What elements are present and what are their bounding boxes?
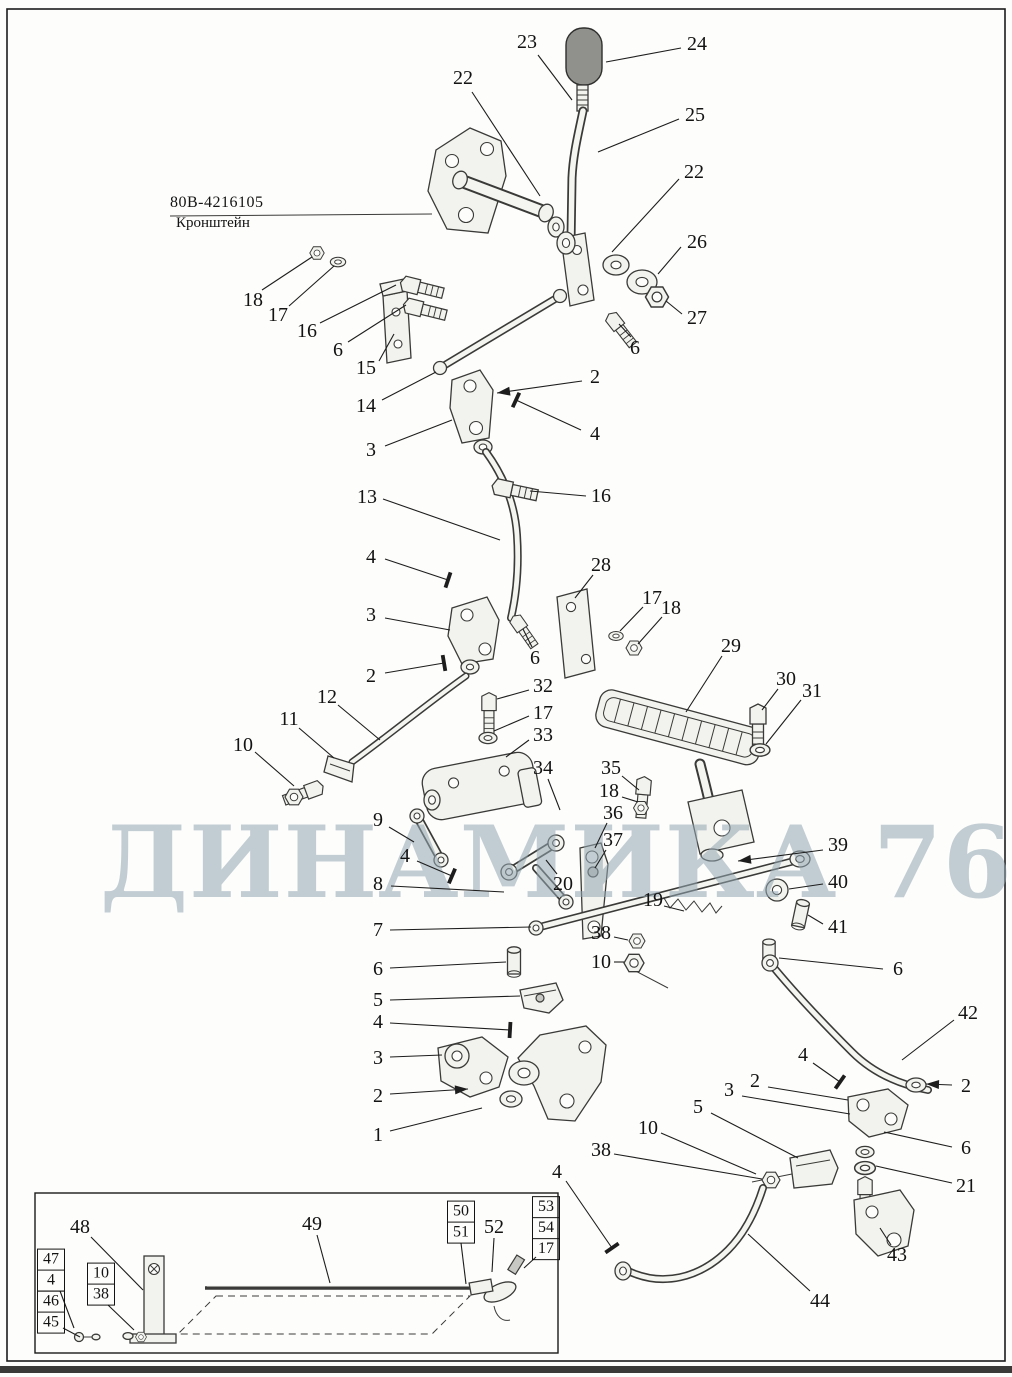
part-callout-4: 4 — [590, 423, 600, 445]
page-frame — [0, 8, 1012, 1373]
part-callout-24: 24 — [687, 33, 707, 55]
part-callout-53: 53 — [538, 1198, 554, 1216]
part-callout-52: 52 — [484, 1216, 504, 1238]
part-callout-10: 10 — [591, 951, 611, 973]
part-reference: 80В-4216105 Кронштейн — [170, 194, 264, 232]
part-callout-38: 38 — [88, 1283, 114, 1305]
part-number: 80В-4216105 — [170, 194, 264, 211]
part-callout-30: 30 — [776, 668, 796, 690]
part-callout-18: 18 — [599, 780, 619, 802]
part-callout-50: 50 — [453, 1202, 469, 1220]
part-callout-54: 54 — [533, 1217, 559, 1238]
part-callout-17: 17 — [533, 1237, 559, 1259]
inset-box — [34, 1192, 559, 1354]
part-callout-17: 17 — [268, 304, 288, 326]
part-callout-10: 10 — [638, 1117, 658, 1139]
part-callout-4: 4 — [798, 1044, 808, 1066]
part-callout-34: 34 — [533, 757, 553, 779]
part-callout-3: 3 — [724, 1079, 734, 1101]
part-callout-45: 45 — [38, 1311, 64, 1333]
part-callout-3: 3 — [373, 1047, 383, 1069]
part-callout-49: 49 — [302, 1213, 322, 1235]
part-callout-2: 2 — [750, 1070, 760, 1092]
part-callout-2: 2 — [961, 1075, 971, 1097]
part-callout-18: 18 — [243, 289, 263, 311]
part-callout-1: 1 — [373, 1124, 383, 1146]
part-callout-26: 26 — [687, 231, 707, 253]
upper-linkage-group — [432, 288, 643, 679]
part-callout-29: 29 — [721, 635, 741, 657]
part-callout-6: 6 — [630, 337, 640, 359]
part-callout-5: 5 — [373, 989, 383, 1011]
part-callout-35: 35 — [601, 757, 621, 779]
part-callout-44: 44 — [810, 1290, 830, 1312]
part-callout-12: 12 — [317, 686, 337, 708]
part-callout-47: 47 — [43, 1250, 59, 1268]
part-callout-23: 23 — [517, 31, 537, 53]
part-callout-10: 10 — [233, 734, 253, 756]
inset-parts-group — [73, 1254, 526, 1344]
part-callout-17: 17 — [642, 587, 662, 609]
shift-knob-group — [560, 27, 603, 307]
part-callout-21: 21 — [956, 1175, 976, 1197]
part-callout-4: 4 — [552, 1161, 562, 1183]
part-callout-27: 27 — [687, 307, 707, 329]
part-callout-4: 4 — [38, 1269, 64, 1291]
part-callout-6: 6 — [333, 339, 343, 361]
part-callout-28: 28 — [591, 554, 611, 576]
part-callout-3: 3 — [366, 604, 376, 626]
part-callout-7: 7 — [373, 919, 383, 941]
part-callout-15: 15 — [356, 357, 376, 379]
part-callout-6: 6 — [530, 647, 540, 669]
part-callout-42: 42 — [958, 1002, 978, 1024]
lower-bracket-group — [437, 1025, 607, 1122]
part-callout-48: 48 — [70, 1216, 90, 1238]
part-callout-2: 2 — [590, 366, 600, 388]
part-callout-5: 5 — [693, 1096, 703, 1118]
part-callout-6: 6 — [961, 1137, 971, 1159]
part-callout-3: 3 — [366, 439, 376, 461]
part-callout-33: 33 — [533, 724, 553, 746]
part-callout-25: 25 — [685, 104, 705, 126]
part-callout-18: 18 — [661, 597, 681, 619]
part-callout-14: 14 — [356, 395, 376, 417]
part-callout-51: 51 — [448, 1221, 474, 1243]
part-callout-4: 4 — [373, 1011, 383, 1033]
part-callout-2: 2 — [373, 1085, 383, 1107]
part-callout-32: 32 — [533, 675, 553, 697]
watermark: ДИНАМИКА 76 — [100, 805, 1012, 921]
part-callout-6: 6 — [373, 958, 383, 980]
part-callout-46: 46 — [43, 1292, 59, 1310]
mount-bracket-group — [309, 127, 670, 364]
part-callout-22: 22 — [453, 67, 473, 89]
part-callout-38: 38 — [591, 922, 611, 944]
part-callout-38: 38 — [591, 1139, 611, 1161]
right-linkage-group — [614, 938, 932, 1284]
part-callout-16: 16 — [297, 320, 317, 342]
part-callout-10: 10 — [93, 1264, 109, 1282]
part-callout-4: 4 — [366, 546, 376, 568]
part-callout-16: 16 — [591, 485, 611, 507]
part-callout-13: 13 — [357, 486, 377, 508]
part-callout-6: 6 — [893, 958, 903, 980]
part-callout-11: 11 — [279, 708, 299, 730]
part-callout-31: 31 — [802, 680, 822, 702]
part-callout-17: 17 — [533, 702, 553, 724]
part-callout-22: 22 — [684, 161, 704, 183]
part-callout-2: 2 — [366, 665, 376, 687]
part-name: Кронштейн — [176, 215, 250, 231]
part-callout-43: 43 — [887, 1244, 907, 1266]
